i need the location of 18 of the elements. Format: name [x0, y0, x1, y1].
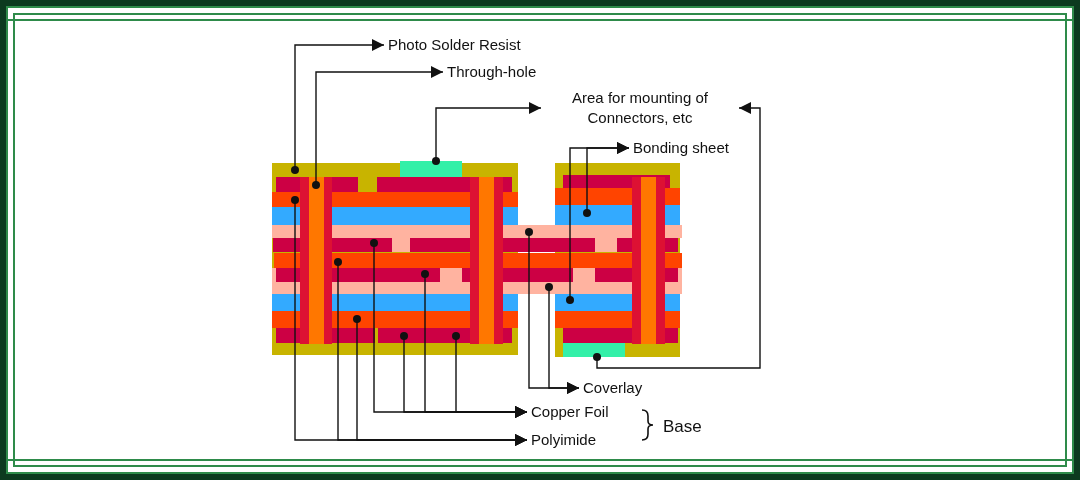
part-label: Photo Solder Resist: [388, 35, 521, 55]
part-label: Polyimide: [531, 430, 597, 450]
connector-pad: [400, 161, 462, 177]
part-label: Coverlay: [583, 378, 643, 398]
leader-line: [593, 102, 761, 369]
leader-line: [432, 102, 542, 165]
part-label: Bonding sheet: [633, 138, 729, 158]
part-label: Area for mounting of Connectors, etc: [545, 88, 735, 128]
leader-line: [291, 39, 385, 174]
connector-pad: [563, 343, 625, 357]
group-label: Base: [663, 417, 702, 437]
leader-line: [566, 142, 630, 304]
leader-line: [452, 332, 528, 418]
leader-line: [353, 315, 528, 446]
leader-line: [312, 66, 444, 189]
part-label: Through-hole: [447, 62, 537, 82]
part-label: Copper Foil: [531, 402, 609, 422]
leader-line: [545, 283, 580, 394]
